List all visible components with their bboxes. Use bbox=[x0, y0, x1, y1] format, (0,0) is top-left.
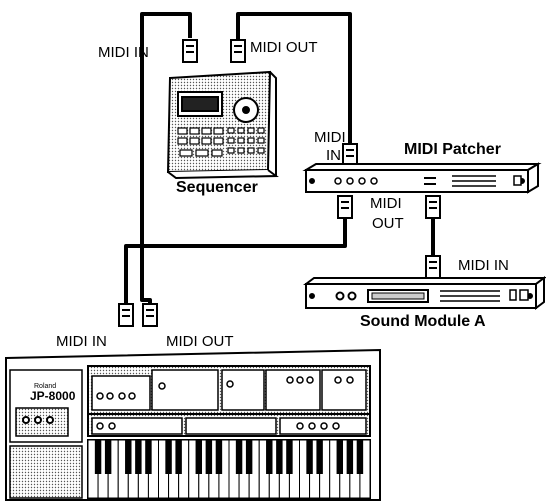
black-key bbox=[135, 440, 141, 474]
label-midi-patcher-title: MIDI Patcher bbox=[404, 142, 501, 158]
black-key bbox=[95, 440, 101, 474]
label-sound-module-title: Sound Module A bbox=[360, 314, 486, 330]
black-key bbox=[266, 440, 272, 474]
black-key bbox=[246, 440, 252, 474]
black-key bbox=[276, 440, 282, 474]
plug-synth-midi-out bbox=[143, 304, 157, 326]
black-key bbox=[216, 440, 222, 474]
label-synth-midi-in: MIDI IN bbox=[56, 334, 107, 350]
black-key bbox=[145, 440, 151, 474]
label-module-midi-in: MIDI IN bbox=[458, 258, 509, 274]
label-patcher-midi-out-line2: OUT bbox=[372, 216, 404, 232]
label-sequencer-title: Sequencer bbox=[176, 180, 258, 196]
black-key bbox=[316, 440, 322, 474]
plug-patcher-midi-in bbox=[343, 144, 357, 166]
black-key bbox=[165, 440, 171, 474]
black-key bbox=[337, 440, 343, 474]
synth-model-text: JP-8000 bbox=[30, 389, 76, 403]
midi-patcher-device bbox=[306, 164, 538, 192]
label-patcher-midi-out-line1: MIDI bbox=[370, 196, 402, 212]
synthesizer-device: Roland JP-8000 bbox=[6, 350, 380, 500]
black-key bbox=[125, 440, 131, 474]
black-key bbox=[236, 440, 242, 474]
black-key bbox=[175, 440, 181, 474]
black-key bbox=[347, 440, 353, 474]
black-key bbox=[286, 440, 292, 474]
black-key bbox=[105, 440, 111, 474]
plug-seq-midi-in bbox=[183, 40, 197, 62]
black-key bbox=[206, 440, 212, 474]
plug-seq-midi-out bbox=[231, 40, 245, 62]
black-key bbox=[196, 440, 202, 474]
label-patcher-midi-in-line1: MIDI bbox=[314, 130, 346, 146]
sequencer-device bbox=[168, 72, 276, 178]
label-sequencer-midi-out: MIDI OUT bbox=[250, 40, 318, 56]
plug-module-midi-in bbox=[426, 256, 440, 278]
label-patcher-midi-in-line2: IN bbox=[326, 148, 341, 164]
black-key bbox=[306, 440, 312, 474]
label-sequencer-midi-in: MIDI IN bbox=[98, 45, 149, 61]
label-synth-midi-out: MIDI OUT bbox=[166, 334, 234, 350]
plug-patcher-midi-out-b bbox=[426, 196, 440, 218]
black-key bbox=[357, 440, 363, 474]
plug-synth-midi-in bbox=[119, 304, 133, 326]
sound-module-device bbox=[306, 278, 544, 308]
plug-patcher-midi-out-a bbox=[338, 196, 352, 218]
